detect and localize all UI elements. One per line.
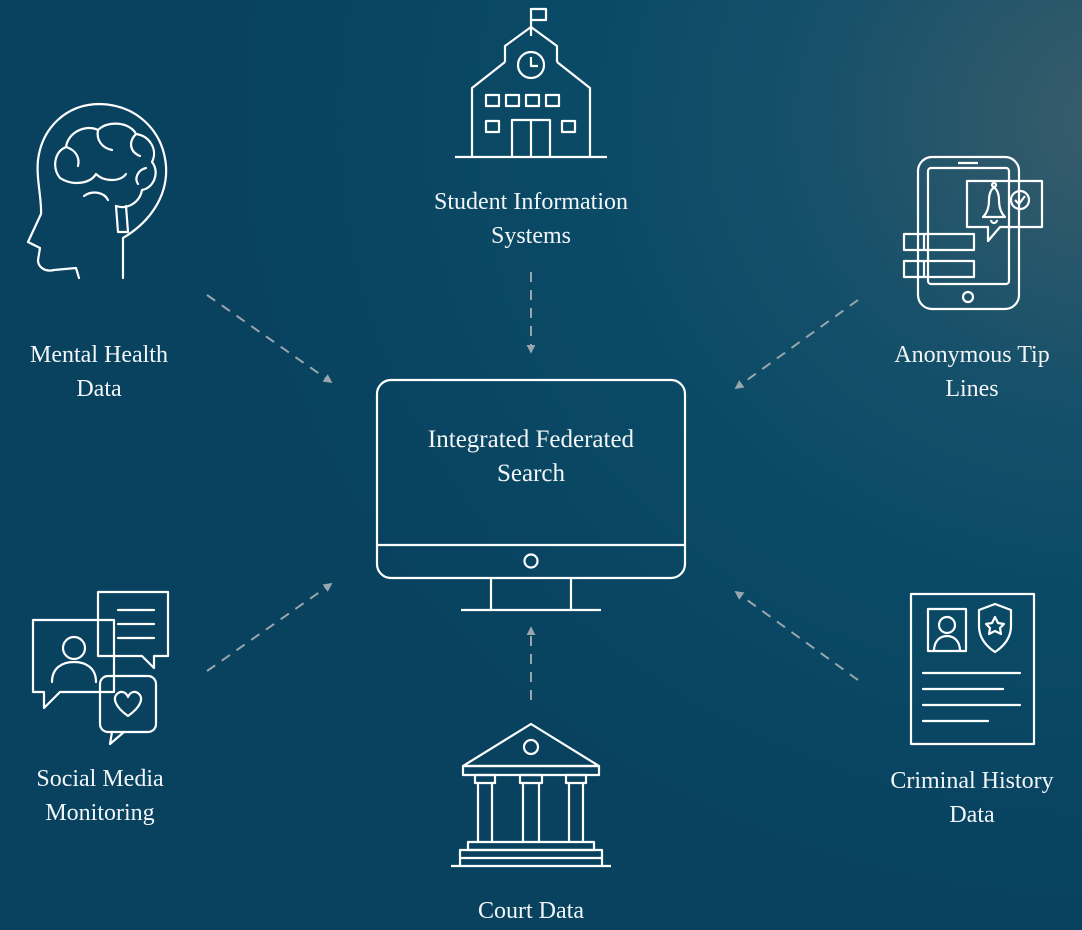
brain-head-icon (26, 102, 168, 280)
chat-bubbles-icon (31, 590, 170, 746)
computer-monitor-icon (375, 378, 687, 612)
connector-arrows (206, 272, 859, 700)
courthouse-icon (451, 722, 611, 868)
arrow-tips-to-hub (734, 299, 859, 390)
anonymous-tips-line2: Lines (945, 376, 999, 402)
criminal-history-line1: Criminal History (890, 768, 1054, 794)
student-info-label: Student Information Systems (381, 185, 681, 253)
student-info-line2: Systems (490, 223, 571, 249)
anonymous-tips-line1: Anonymous Tip (894, 342, 1050, 368)
court-data-label: Court Data (381, 894, 681, 928)
hub-label-line1: Integrated Federated (427, 426, 635, 453)
mental-health-line1: Mental Health (30, 342, 168, 368)
criminal-history-line2: Data (949, 802, 995, 828)
hub-label: Integrated Federated Search (381, 423, 681, 491)
anonymous-tips-label: Anonymous Tip Lines (862, 338, 1082, 406)
arrow-criminal-to-hub (734, 590, 859, 681)
school-building-icon (455, 7, 607, 159)
criminal-history-label: Criminal History Data (862, 764, 1082, 832)
arrow-mental-to-hub (206, 294, 333, 384)
student-info-line1: Student Information (434, 189, 628, 215)
phone-notification-icon (902, 155, 1044, 311)
record-document-icon (909, 592, 1036, 746)
social-media-line1: Social Media (36, 766, 164, 792)
mental-health-label: Mental Health Data (0, 338, 198, 406)
social-media-line2: Monitoring (45, 800, 155, 826)
mental-health-line2: Data (76, 376, 122, 402)
arrow-social-to-hub (206, 582, 333, 672)
hub-label-line2: Search (496, 460, 566, 487)
social-media-label: Social Media Monitoring (0, 762, 200, 830)
court-data-line1: Court Data (478, 898, 584, 924)
